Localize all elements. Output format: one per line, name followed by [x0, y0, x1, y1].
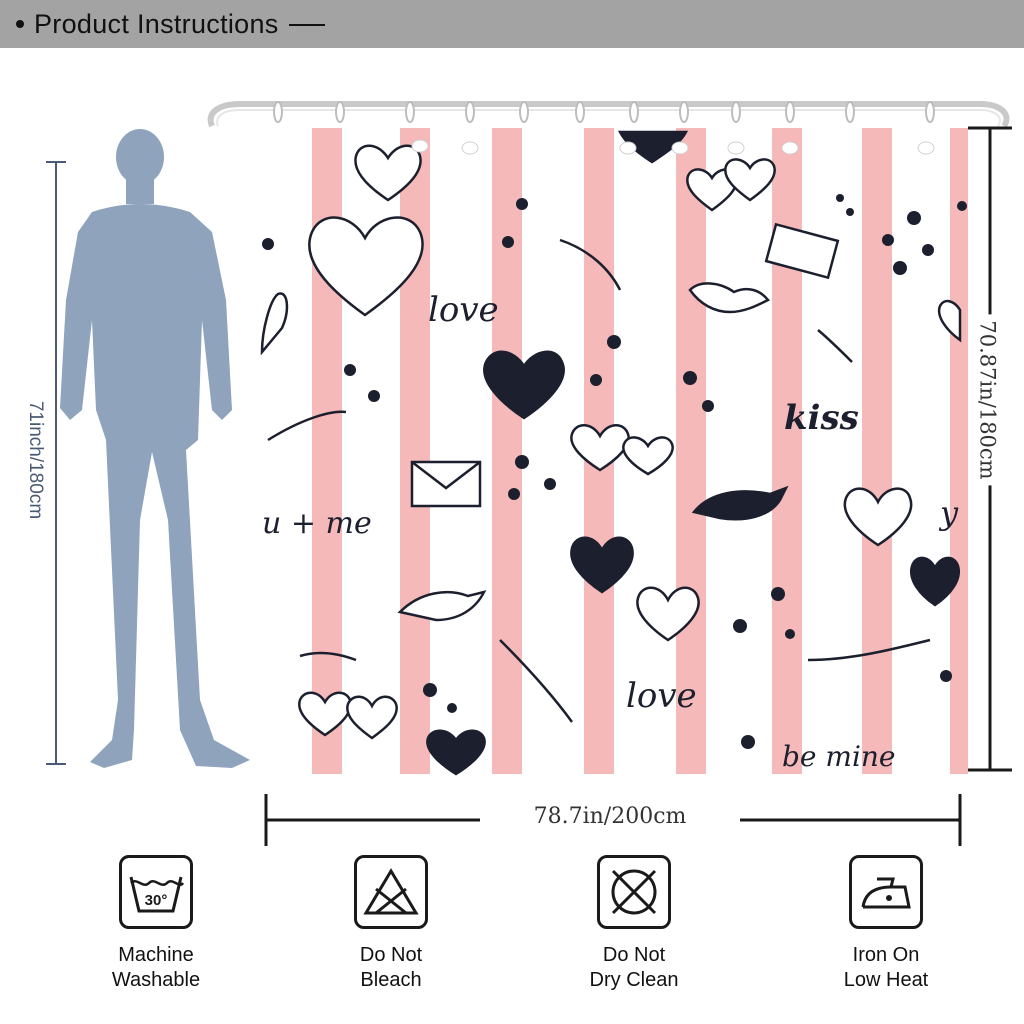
heart-doodle [426, 729, 486, 776]
wash-temperature: 30° [145, 892, 168, 909]
care-label: Iron On Low Heat [843, 944, 929, 991]
heart-doodle [483, 350, 565, 420]
branch-doodle [807, 638, 931, 662]
heart-doodle [354, 144, 422, 202]
word-u-me: u + me [262, 506, 372, 541]
pink-stripe [862, 128, 892, 774]
dash-decoration [288, 24, 325, 26]
care-instructions: 30° Machine Washable Do Not Bleach Do No… [0, 855, 1024, 1024]
branch-doodle [299, 651, 357, 662]
bird-doodle [688, 282, 770, 314]
height-label-right: 70.87in/180cm [958, 250, 1018, 550]
care-item-do-not-dry-clean: Do Not Dry Clean [534, 855, 734, 993]
width-label: 78.7in/200cm [480, 804, 740, 829]
curtain-rings [273, 101, 935, 123]
bullet-icon [16, 20, 24, 28]
pink-stripe [492, 128, 522, 774]
care-item-machine-washable: 30° Machine Washable [56, 855, 256, 993]
curtain-pattern [260, 130, 962, 776]
word-kiss: kiss [784, 398, 859, 438]
care-label: Machine Washable [111, 944, 201, 991]
no-dry-clean-icon [597, 855, 671, 929]
header-bar: Product Instructions [0, 0, 1024, 48]
height-label-left: 71inch/180cm [25, 400, 47, 520]
heart-doodle [617, 130, 689, 164]
care-label: Do Not Bleach [359, 944, 423, 991]
branch-doodle [559, 238, 622, 291]
curtain-grommets [411, 139, 935, 155]
pink-stripe [950, 128, 968, 774]
heart-doodle [346, 695, 398, 740]
heart-doodle [308, 216, 424, 317]
heart-doodle [937, 299, 962, 343]
bird-doodle [691, 485, 789, 521]
care-item-do-not-bleach: Do Not Bleach [291, 855, 491, 993]
small-hearts [262, 194, 967, 749]
heart-doodle [909, 556, 961, 607]
page-title: Product Instructions [34, 8, 279, 39]
branch-doodle [267, 410, 347, 442]
no-bleach-icon [354, 855, 428, 929]
bird-doodle [397, 590, 487, 622]
care-item-iron-low-heat: Iron On Low Heat [786, 855, 986, 993]
word-be-mine: be mine [782, 740, 896, 773]
word-love-2: love [626, 676, 697, 716]
heart-doodle [843, 487, 913, 547]
person-silhouette [60, 129, 250, 768]
branch-doodle [817, 329, 853, 363]
heart-doodle [636, 586, 700, 642]
iron-low-icon [849, 855, 923, 929]
heart-doodle [570, 536, 634, 594]
height-dimension-left [46, 161, 66, 765]
pink-stripe [676, 128, 706, 774]
envelope-doodle [764, 222, 840, 280]
heart-doodle [724, 158, 776, 202]
word-y: y [940, 494, 959, 532]
word-love: love [428, 290, 499, 330]
care-label: Do Not Dry Clean [589, 944, 679, 991]
wash-30-icon: 30° [119, 855, 193, 929]
heart-doodle [260, 292, 289, 356]
curtain-rod [207, 101, 1010, 128]
branch-doodle [499, 639, 574, 723]
heart-doodle [622, 436, 674, 476]
